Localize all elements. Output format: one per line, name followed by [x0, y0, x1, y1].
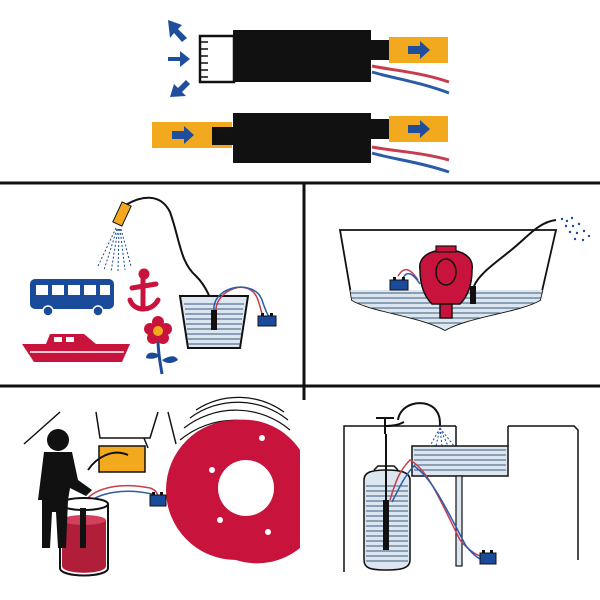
- pump-body-2: [233, 113, 371, 163]
- spray-hose: [123, 196, 215, 313]
- spray-mist-icon: [97, 227, 132, 273]
- filter-ticks: [200, 41, 208, 78]
- oil-pump-icon: [80, 508, 86, 548]
- cabinet-outline: [343, 425, 579, 572]
- middle-left-panel: [22, 196, 277, 375]
- pump-nozzle: [371, 40, 389, 60]
- inlet-filter: [198, 34, 236, 84]
- outlet-arrow-icon-2: [408, 120, 430, 138]
- bucket-icon: [178, 295, 250, 349]
- water-canister-icon: [363, 434, 411, 571]
- pump-inlet-nozzle: [212, 127, 234, 145]
- tap-icon: [376, 417, 405, 434]
- anchor-icon: [127, 268, 161, 312]
- wire-blue-3: [213, 286, 271, 319]
- outboard-engine-icon: [419, 245, 473, 319]
- oil-container-icon: [59, 497, 109, 577]
- battery-icon: [149, 492, 167, 507]
- battery-icon: [257, 313, 277, 327]
- oil-hose: [87, 451, 129, 471]
- inline-pump: [152, 113, 450, 174]
- bus-icon: [30, 279, 114, 317]
- inlet-arrow-icon: [172, 126, 194, 144]
- pump-outlet-nozzle: [371, 119, 389, 139]
- brake-disc-icon: [166, 396, 306, 580]
- wire-blue: [371, 70, 450, 95]
- battery-icon: [389, 277, 409, 291]
- submersible-pump-icon: [383, 500, 389, 550]
- car-battery-icon: [98, 445, 146, 473]
- outlet-arrow-icon: [408, 41, 430, 59]
- wire-blue-6: [391, 465, 489, 563]
- wire-red: [371, 64, 450, 84]
- spray-nozzle-icon: [112, 201, 132, 227]
- bottom-left-panel: [23, 396, 306, 580]
- wire-red-5: [85, 484, 159, 501]
- bilge-pump-icon: [470, 286, 476, 304]
- pump-with-filter: [198, 30, 450, 95]
- battery-icon: [479, 550, 497, 565]
- submerged-pump-icon: [211, 310, 217, 330]
- tap-hose: [397, 402, 441, 427]
- spray-icon: [560, 216, 591, 242]
- wire-blue-2: [371, 151, 450, 174]
- wire-red-4: [397, 268, 419, 281]
- wire-red-2: [371, 145, 450, 162]
- boat-icon: [22, 334, 130, 362]
- pump-body: [233, 30, 371, 82]
- spray-mist-icon-2: [429, 427, 455, 447]
- flower-icon: [144, 316, 178, 375]
- bottom-right-panel: [343, 402, 579, 572]
- car-outline: [23, 411, 177, 449]
- person-icon: [38, 429, 92, 548]
- discharge-hose: [473, 219, 557, 287]
- inflow-arrows-icon: [168, 20, 190, 97]
- sink-tank-icon: [411, 445, 509, 567]
- middle-right-panel: [338, 216, 591, 332]
- top-panel: [152, 20, 450, 174]
